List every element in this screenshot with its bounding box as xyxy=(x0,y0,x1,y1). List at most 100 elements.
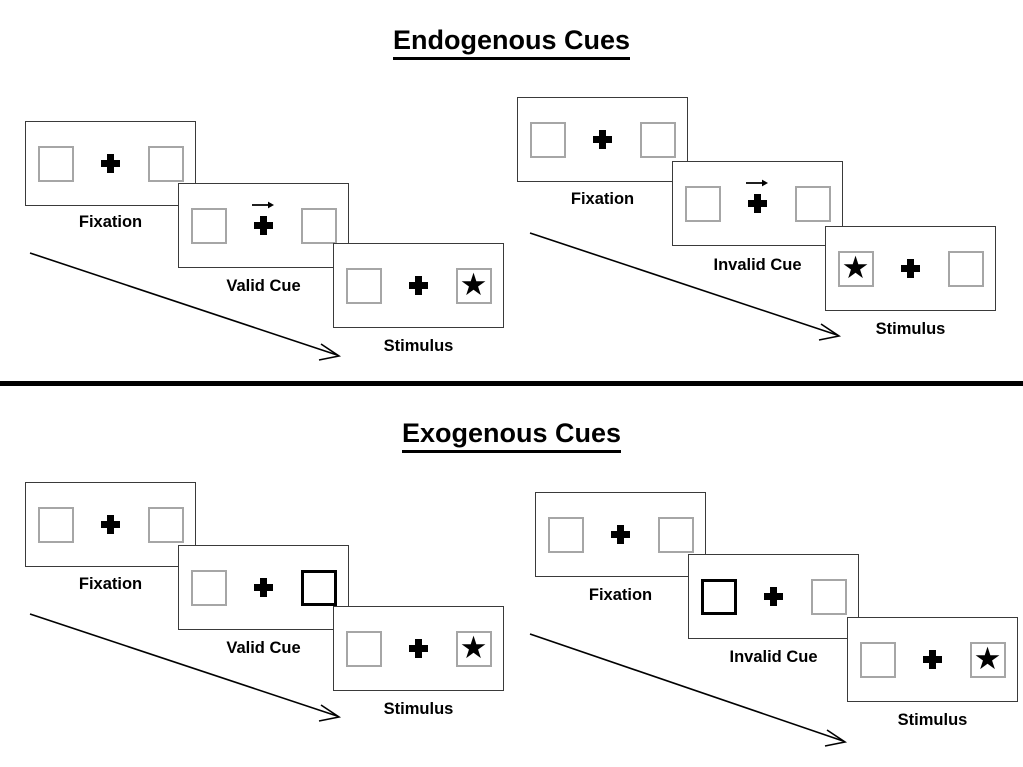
display-panel-fixation[interactable] xyxy=(535,492,706,577)
display-panel-valid-cue[interactable] xyxy=(178,545,349,630)
fixation-center xyxy=(404,639,434,658)
panel-content xyxy=(26,122,195,205)
star-icon: ★ xyxy=(459,630,488,665)
trial-exogenous-valid: Fixation Valid Cue ★ xyxy=(0,388,520,767)
display-panel-invalid-cue[interactable] xyxy=(672,161,843,246)
section-endogenous: Endogenous Cues Fixation xyxy=(0,0,1023,383)
panel-content xyxy=(179,546,348,629)
star-icon: ★ xyxy=(841,250,870,285)
panel-label-valid-cue: Valid Cue xyxy=(226,277,301,295)
display-panel-stimulus[interactable]: ★ xyxy=(847,617,1018,702)
panel-label-valid-cue: Valid Cue xyxy=(226,639,301,657)
trial-exogenous-invalid: Fixation Invalid Cue ★ xyxy=(503,388,1023,767)
panel-label-stimulus: Stimulus xyxy=(897,711,968,729)
target-box-left-cued[interactable] xyxy=(700,578,737,615)
plus-cross-icon xyxy=(101,154,120,173)
plus-cross-icon xyxy=(254,216,273,235)
plus-cross-icon xyxy=(611,525,630,544)
panel-content xyxy=(536,493,705,576)
display-panel-invalid-cue[interactable] xyxy=(688,554,859,639)
target-box-left[interactable] xyxy=(684,185,721,222)
fixation-center xyxy=(96,154,126,173)
arrow-right-icon xyxy=(251,201,274,209)
target-box-right[interactable]: ★ xyxy=(455,267,492,304)
target-box-right[interactable] xyxy=(794,185,831,222)
target-box-left[interactable] xyxy=(190,207,227,244)
target-box-left[interactable] xyxy=(190,569,227,606)
panel-label-fixation: Fixation xyxy=(78,213,143,231)
panel-label-fixation: Fixation xyxy=(588,586,653,604)
target-box-right[interactable] xyxy=(147,145,184,182)
target-box-right[interactable] xyxy=(947,250,984,287)
section-title-exogenous: Exogenous Cues xyxy=(0,418,1023,453)
target-box-left[interactable] xyxy=(859,641,896,678)
star-icon: ★ xyxy=(973,641,1002,676)
panel-content xyxy=(673,162,842,245)
display-panel-fixation[interactable] xyxy=(517,97,688,182)
display-panel-stimulus[interactable]: ★ xyxy=(333,606,504,691)
display-panel-fixation[interactable] xyxy=(25,482,196,567)
fixation-center xyxy=(606,525,636,544)
target-box-right[interactable]: ★ xyxy=(969,641,1006,678)
panel-content: ★ xyxy=(334,244,503,327)
panel-content: ★ xyxy=(334,607,503,690)
display-panel-valid-cue[interactable] xyxy=(178,183,349,268)
fixation-center xyxy=(249,578,279,597)
fixation-center xyxy=(588,130,618,149)
target-box-right[interactable] xyxy=(147,506,184,543)
plus-cross-icon xyxy=(409,639,428,658)
target-box-left[interactable] xyxy=(547,516,584,553)
display-panel-fixation[interactable] xyxy=(25,121,196,206)
plus-cross-icon xyxy=(409,276,428,295)
target-box-right[interactable] xyxy=(300,207,337,244)
panel-label-fixation: Fixation xyxy=(570,190,635,208)
time-flow-arrow-icon xyxy=(29,613,342,722)
target-box-right[interactable] xyxy=(657,516,694,553)
fixation-center xyxy=(896,259,926,278)
target-box-left[interactable]: ★ xyxy=(837,250,874,287)
panel-content xyxy=(179,184,348,267)
fixation-center xyxy=(918,650,948,669)
plus-cross-icon xyxy=(593,130,612,149)
target-box-right[interactable] xyxy=(639,121,676,158)
target-box-left[interactable] xyxy=(529,121,566,158)
plus-cross-icon xyxy=(254,578,273,597)
fixation-center xyxy=(743,179,773,213)
fixation-center xyxy=(96,515,126,534)
panel-content xyxy=(689,555,858,638)
time-flow-arrow-icon xyxy=(529,633,848,747)
fixation-center xyxy=(404,276,434,295)
panel-content xyxy=(26,483,195,566)
panel-label-stimulus: Stimulus xyxy=(875,320,946,338)
panel-content xyxy=(518,98,687,181)
target-box-left[interactable] xyxy=(37,506,74,543)
section-title-exogenous-text: Exogenous Cues xyxy=(401,418,622,453)
target-box-left[interactable] xyxy=(37,145,74,182)
section-title-endogenous-text: Endogenous Cues xyxy=(392,25,630,60)
section-exogenous: Exogenous Cues Fixation xyxy=(0,388,1023,767)
panel-label-stimulus: Stimulus xyxy=(383,700,454,718)
target-box-right[interactable] xyxy=(810,578,847,615)
plus-cross-icon xyxy=(101,515,120,534)
target-box-right[interactable]: ★ xyxy=(455,630,492,667)
display-panel-stimulus[interactable]: ★ xyxy=(333,243,504,328)
fixation-center xyxy=(759,587,789,606)
panel-label-invalid-cue: Invalid Cue xyxy=(729,648,818,666)
fixation-center xyxy=(249,201,279,235)
panel-label-invalid-cue: Invalid Cue xyxy=(713,256,802,274)
panel-content: ★ xyxy=(826,227,995,310)
target-box-right-cued[interactable] xyxy=(300,569,337,606)
time-flow-arrow-icon xyxy=(529,232,842,341)
section-divider xyxy=(0,381,1023,386)
plus-cross-icon xyxy=(901,259,920,278)
display-panel-stimulus[interactable]: ★ xyxy=(825,226,996,311)
panel-label-stimulus: Stimulus xyxy=(383,337,454,355)
trial-endogenous-valid: Fixation Valid Cue xyxy=(0,0,520,383)
plus-cross-icon xyxy=(748,194,767,213)
plus-cross-icon xyxy=(923,650,942,669)
target-box-left[interactable] xyxy=(345,630,382,667)
panel-label-fixation: Fixation xyxy=(78,575,143,593)
panel-content: ★ xyxy=(848,618,1017,701)
target-box-left[interactable] xyxy=(345,267,382,304)
star-icon: ★ xyxy=(459,267,488,302)
